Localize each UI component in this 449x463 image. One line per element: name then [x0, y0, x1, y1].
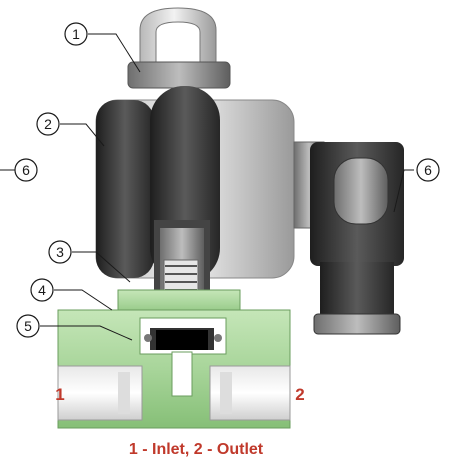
callout-4: 4: [30, 278, 54, 302]
callout-6-left: 6: [14, 158, 38, 182]
inlet-label: 1: [55, 385, 64, 404]
svg-text:1: 1: [72, 26, 80, 42]
leader-lines: [0, 33, 414, 341]
outlet-label: 2: [295, 385, 304, 404]
top-handle: [127, 7, 231, 89]
outlet-port: [209, 365, 291, 421]
inlet-port: [57, 365, 143, 421]
diagram-caption: 1 - Inlet, 2 - Outlet: [129, 441, 264, 458]
callout-6-right: 6: [416, 158, 440, 182]
svg-text:3: 3: [56, 244, 64, 260]
svg-text:6: 6: [22, 162, 30, 178]
svg-text:2: 2: [44, 116, 52, 132]
callout-3: 3: [48, 240, 72, 264]
callout-1: 1: [64, 22, 88, 46]
electrical-connector: [293, 141, 404, 335]
callout-2: 2: [36, 112, 60, 136]
svg-text:4: 4: [38, 282, 46, 298]
callout-5: 5: [16, 314, 40, 338]
svg-text:6: 6: [424, 162, 432, 178]
svg-text:5: 5: [24, 318, 32, 334]
